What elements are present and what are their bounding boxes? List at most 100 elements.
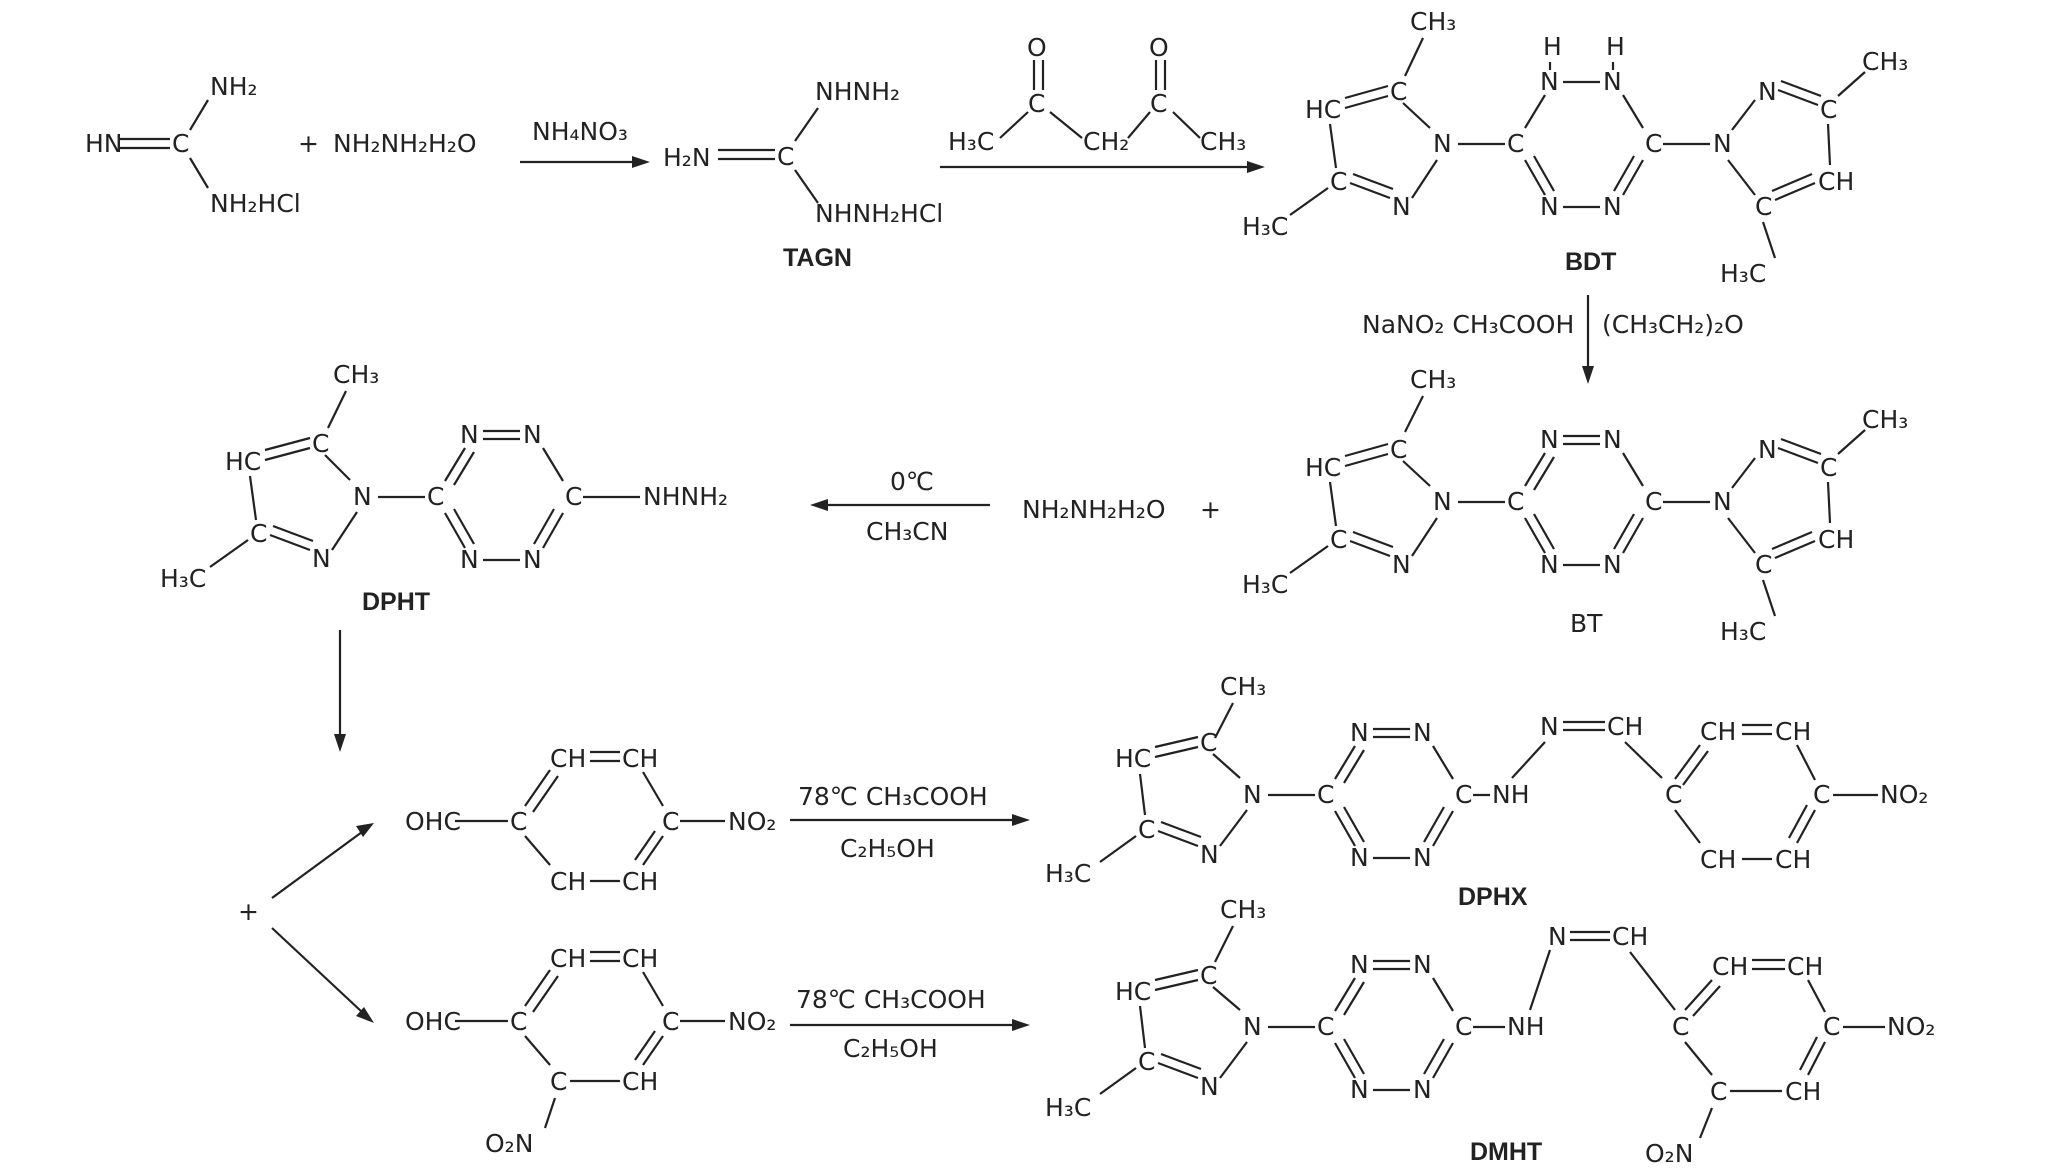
atom-label: C [1028,89,1045,118]
atom-label: CH [1818,167,1854,196]
arrow-step-5 [334,630,346,752]
hydrazine-hydrate: NH₂NH₂H₂O [333,129,477,158]
atom-label: C [1200,728,1217,757]
atom-label: NH₂HCl [210,189,301,218]
atom-label: N [1603,192,1622,221]
reagent-label: NaNO₂ CH₃COOH [1362,310,1574,339]
atom-label: N [1540,67,1559,96]
atom-label: N [1713,487,1732,516]
atom-label: CH [622,867,658,896]
bt-structure: CH₃ HC C N C N H₃C C N N C N N N N [1242,365,1908,646]
atom-label: NO₂ [1887,1012,1935,1041]
atom-label: HC [1305,95,1341,124]
arrow-step-3: NaNO₂ CH₃COOH (CH₃CH₂)₂O [1362,295,1744,384]
reagent-label: C₂H₅OH [840,834,935,863]
atom-label: N [1413,843,1432,872]
compound-label-tagn: TAGN [783,244,852,272]
reagent-label: (CH₃CH₂)₂O [1602,310,1744,339]
dphx-structure: CH₃ HC C N C N H₃C C N N C N N NH [1045,672,1928,911]
atom-label: N [1603,550,1622,579]
triaminoguanidine: H₂N C NHNH₂ NHNH₂HCl TAGN [663,77,943,272]
atom-label: N [1200,840,1219,869]
atom-label: O [1149,33,1169,62]
atom-label: C [1645,129,1662,158]
atom-label: N [1758,435,1777,464]
arrow-step-4: 0℃ CH₃CN [810,467,990,546]
atom-label: N [523,420,542,449]
atom-label: N [1540,712,1559,741]
atom-label: N [1758,77,1777,106]
atom-label: N [1413,950,1432,979]
atom-label: H [1543,32,1562,61]
atom-label: N [1540,550,1559,579]
hydrazine-hydrate: NH₂NH₂H₂O [1022,495,1166,524]
atom-label: N [1433,487,1452,516]
compound-label-dphx: DPHX [1458,883,1528,911]
atom-label: CH [1775,717,1811,746]
atom-label: N [1548,922,1567,951]
atom-label: NO₂ [728,1007,776,1036]
atom-label: CH [622,744,658,773]
compound-label-bt: BT [1570,609,1603,638]
atom-label: N [1392,550,1411,579]
atom-label: N [1413,1075,1432,1104]
atom-label: C [1455,780,1472,809]
atom-label: C [1138,1047,1155,1076]
reagent-label: 78℃ CH₃COOH [798,782,988,811]
atom-label: N [1350,950,1369,979]
atom-label: H₃C [1720,617,1766,646]
atom-label: CH₃ [1862,47,1908,76]
branch-arrow-lower [271,927,374,1023]
atom-label: HC [1115,977,1151,1006]
atom-label: HC [1305,453,1341,482]
atom-label: CH [550,867,586,896]
atom-label: C [1820,95,1837,124]
compound-label-dpht: DPHT [362,588,430,616]
atom-label: N [1350,843,1369,872]
atom-label: N [460,545,479,574]
atom-label: C [565,482,582,511]
atom-label: C [1665,780,1682,809]
atom-label: CH₃ [1200,127,1246,156]
atom-label: NHNH₂ [815,77,900,106]
atom-label: C [1755,550,1772,579]
atom-label: C [1820,453,1837,482]
atom-label: C [1390,435,1407,464]
atom-label: C [1455,1012,1472,1041]
dinitrobenzaldehyde: OHC C CH CH C C CH NO₂ O₂N [405,944,776,1158]
reagent-label: 78℃ CH₃COOH [796,985,986,1014]
atom-label: C [427,482,444,511]
atom-label: CH [1612,922,1648,951]
atom-label: C [510,1007,527,1036]
reagent-label: NH₄NO₃ [532,117,628,146]
atom-label: HN [85,129,123,158]
atom-label: H [1606,32,1625,61]
atom-label: N [1603,67,1622,96]
reagent-label: C₂H₅OH [843,1034,938,1063]
atom-label: CH [1700,845,1736,874]
atom-label: CH [1607,712,1643,741]
atom-label: OHC [405,1007,461,1036]
atom-label: N [1713,129,1732,158]
arrow-step-1: NH₄NO₃ [520,117,650,168]
atom-label: N [1540,192,1559,221]
atom-label: CH [1712,952,1748,981]
atom-label: C [550,1067,567,1096]
branch-arrow-upper [271,823,374,899]
atom-label: N [1243,1012,1262,1041]
atom-label: HC [225,447,261,476]
atom-label: C [1317,780,1334,809]
guanidine-hydrochloride: HN C NH₂ NH₂HCl [85,72,301,218]
atom-label: CH₃ [1220,895,1266,924]
dmht-structure: CH₃ HC C N C N H₃C C N N C N N NH [1045,895,1935,1168]
atom-label: N [460,420,479,449]
plus-sign: + [298,129,319,158]
atom-label: NO₂ [728,807,776,836]
plus-sign: + [1200,495,1221,524]
atom-label: H₃C [1242,212,1288,241]
atom-label: C [662,807,679,836]
atom-label: N [523,545,542,574]
atom-label: N [1413,718,1432,747]
arrow-step-7: 78℃ CH₃COOH C₂H₅OH [790,985,1030,1063]
bdt-structure: CH₃ HC C N C N H₃C C N H N H C N N [1242,7,1908,288]
